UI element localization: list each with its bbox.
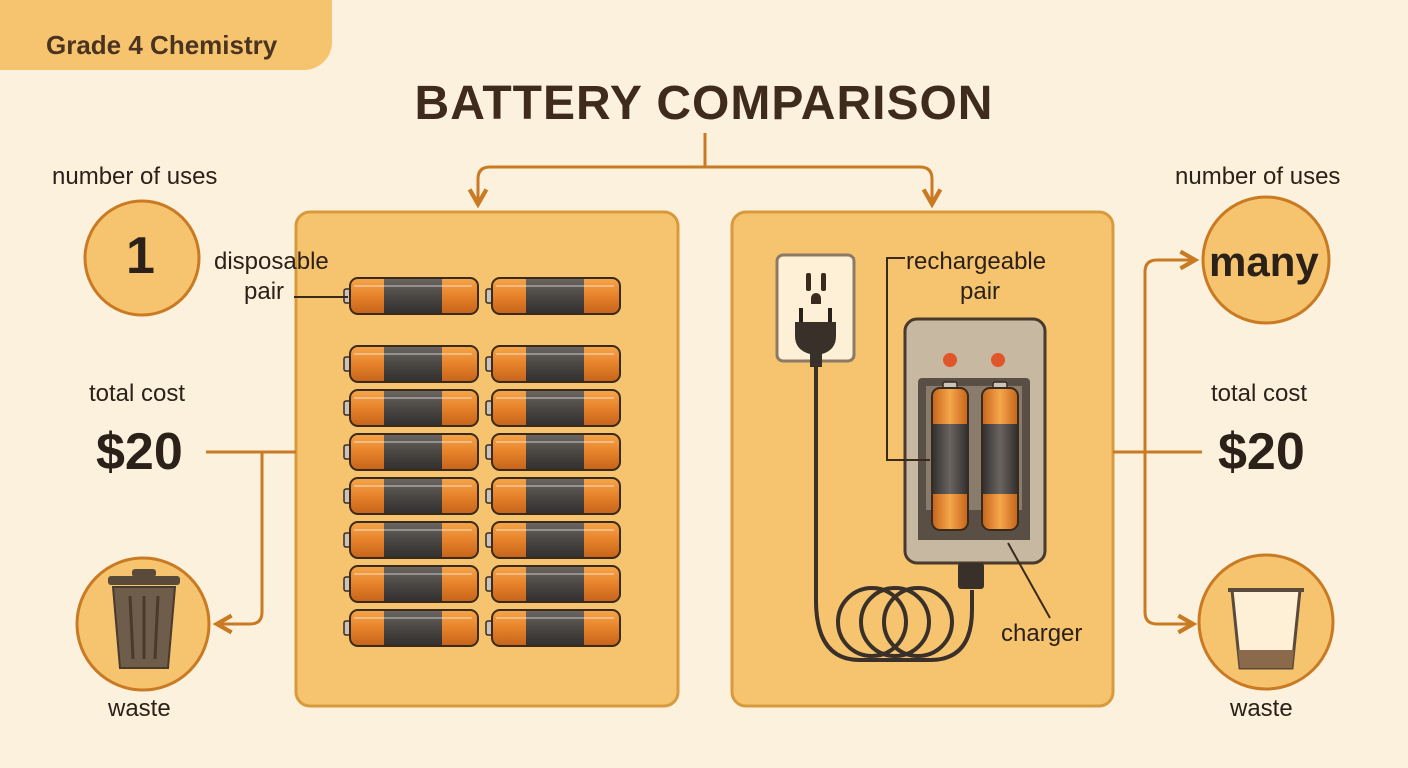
uses-value-right: many — [1209, 238, 1319, 285]
disposable-pair-label: pair — [244, 278, 285, 305]
charger-body — [903, 317, 1047, 589]
power-cord — [814, 366, 974, 662]
rechargeable-pair-pointer — [886, 257, 930, 461]
rechargeable-battery — [931, 381, 969, 531]
disposable-battery — [485, 565, 621, 603]
cost-value-right: $20 — [1218, 423, 1305, 481]
charger-label: charger — [1001, 620, 1083, 647]
cost-value-left: $20 — [96, 423, 183, 481]
grade-tab: Grade 4 Chemistry — [0, 0, 332, 70]
waste-label-left: waste — [108, 695, 171, 722]
disposable-battery — [485, 433, 621, 471]
rechargeable-pair — [931, 381, 1019, 531]
disposable-label: disposable — [214, 248, 329, 275]
disposable-battery — [485, 477, 621, 515]
disposable-battery — [343, 477, 479, 515]
disposable-battery — [485, 609, 621, 647]
disposable-battery — [343, 521, 479, 559]
disposable-battery — [343, 277, 479, 315]
waste-label-right: waste — [1230, 695, 1293, 722]
disposable-battery — [343, 565, 479, 603]
top-split-arrow — [478, 133, 932, 202]
disposable-battery — [485, 345, 621, 383]
disposable-battery — [343, 433, 479, 471]
rechargeable-label: rechargeable — [906, 248, 1047, 275]
cost-label-right: total cost — [1211, 380, 1308, 407]
disposable-battery — [485, 277, 621, 315]
small-waste-cup-icon — [1228, 588, 1304, 670]
cost-label-left: total cost — [89, 380, 186, 407]
uses-label-right: number of uses — [1175, 163, 1341, 190]
plug-icon — [795, 308, 836, 367]
disposable-battery — [485, 389, 621, 427]
left-connectors — [206, 450, 296, 624]
uses-circle-left — [83, 199, 201, 317]
disposable-battery — [485, 521, 621, 559]
uses-circle-right — [1201, 195, 1331, 325]
disposable-battery — [343, 609, 479, 647]
rechargeable-pair-label: pair — [960, 278, 1001, 305]
grade-label: Grade 4 Chemistry — [46, 30, 278, 60]
uses-value-left: 1 — [126, 227, 155, 285]
coiled-cord — [836, 586, 954, 658]
uses-label-left: number of uses — [52, 163, 218, 190]
trash-can-icon — [108, 569, 180, 669]
disposable-battery-grid — [343, 277, 621, 647]
disposable-battery — [343, 345, 479, 383]
page-title: BATTERY COMPARISON — [414, 77, 994, 130]
right-connectors — [1113, 260, 1202, 624]
charger-pointer — [1007, 542, 1051, 619]
disposable-battery — [343, 389, 479, 427]
rechargeable-battery — [981, 381, 1019, 531]
